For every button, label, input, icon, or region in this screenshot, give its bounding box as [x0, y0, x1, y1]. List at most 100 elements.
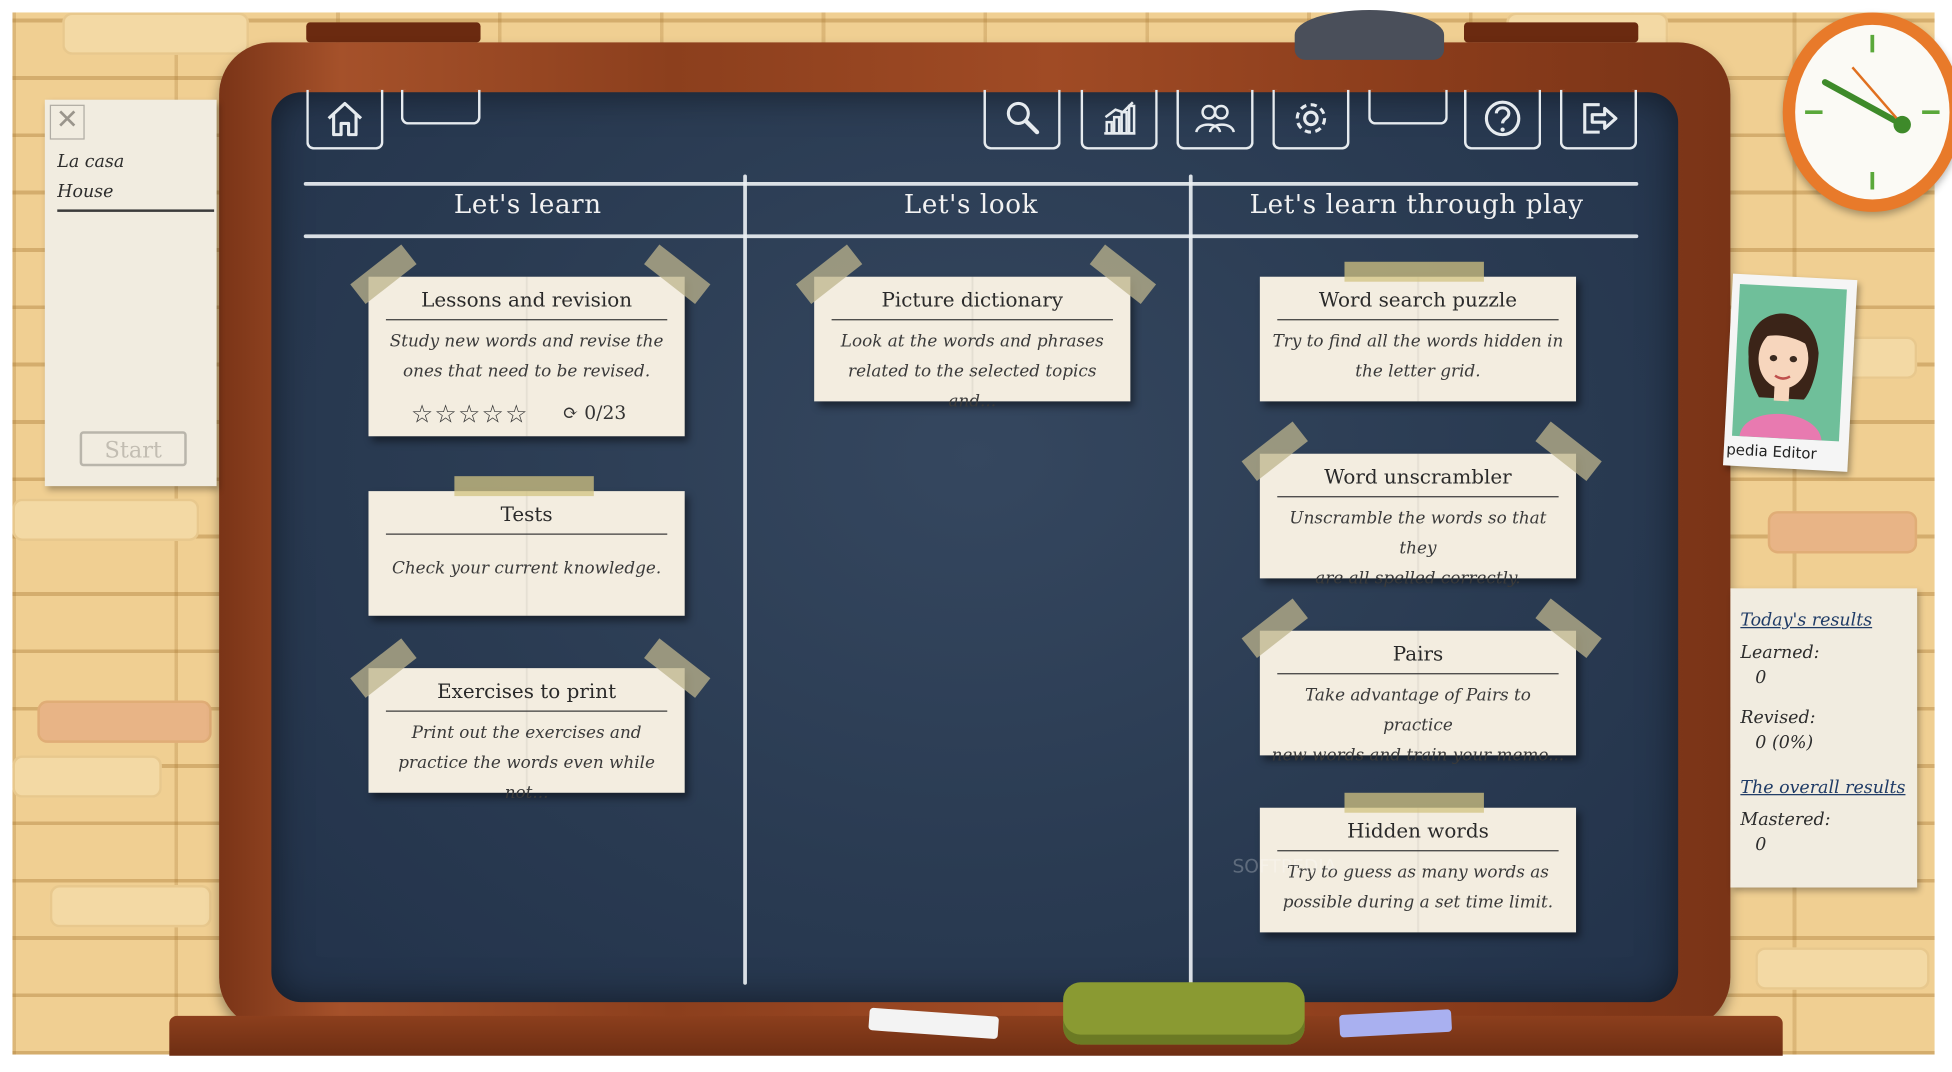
avatar — [1732, 283, 1847, 442]
card-title: Hidden words — [1277, 818, 1559, 852]
avatar-image — [1739, 313, 1822, 441]
brick — [12, 498, 200, 541]
column-title-learn: Let's learn — [453, 189, 602, 220]
card-description-line: Print out the exercises and — [411, 722, 642, 743]
bar-chart-icon — [1104, 101, 1136, 135]
clock-face — [1795, 24, 1950, 200]
progress-count: ⟳ 0/23 — [563, 401, 627, 423]
card-word-unscrambler[interactable]: Word unscrambler Unscramble the words so… — [1259, 453, 1577, 588]
card-description: Take advantage of Pairs to practice new … — [1270, 681, 1566, 771]
settings-button[interactable] — [1272, 89, 1350, 150]
users-button[interactable] — [1176, 89, 1254, 150]
mastered-label: Mastered: — [1740, 810, 1831, 831]
card-description: Print out the exercises and practice the… — [378, 718, 674, 808]
card-title: Tests — [385, 501, 668, 535]
card-title: Pairs — [1277, 641, 1559, 675]
board-hanger — [306, 22, 481, 43]
card-description-line: related to the selected topics and... — [848, 361, 1097, 412]
card-picture-dictionary[interactable]: Picture dictionary Look at the words and… — [814, 276, 1131, 411]
card-description-line: Try to find all the words hidden in — [1272, 331, 1564, 352]
card-lessons-and-revision[interactable]: Lessons and revision Study new words and… — [368, 276, 685, 437]
results-note: Today's results Learned: 0 Revised: 0 (0… — [1730, 588, 1918, 888]
search-button[interactable] — [983, 89, 1061, 150]
mouse-decoration — [1294, 9, 1445, 60]
card-description-line: practice the words even while not... — [398, 752, 655, 803]
help-icon — [1484, 100, 1521, 137]
card-description-line: ones that need to be revised. — [403, 361, 651, 382]
card-description-line: Try to guess as many words as — [1286, 862, 1549, 883]
word-foreign: La casa — [57, 152, 125, 173]
card-title: Picture dictionary — [831, 287, 1113, 321]
help-button[interactable] — [1464, 89, 1542, 150]
brick — [1755, 947, 1930, 990]
card-hidden-words[interactable]: Hidden words Try to guess as many words … — [1259, 807, 1577, 933]
card-description-line: are all spelled correctly. — [1315, 568, 1521, 589]
exit-icon — [1583, 103, 1618, 134]
statistics-button[interactable] — [1080, 89, 1158, 150]
blank-button[interactable] — [1368, 89, 1448, 125]
card-exercises-to-print[interactable]: Exercises to print Print out the exercis… — [368, 668, 685, 803]
close-icon[interactable]: ✕ — [49, 104, 85, 140]
sponge-eraser — [1063, 982, 1305, 1045]
learned-value: 0 — [1755, 668, 1767, 689]
start-button[interactable]: Start — [79, 431, 187, 467]
card-description: Check your current knowledge. — [391, 558, 662, 579]
card-description: Try to find all the words hidden in the … — [1270, 327, 1566, 387]
watermark: SOFTPEDIA — [1232, 855, 1337, 878]
card-description-line: new words and train your memo... — [1271, 745, 1565, 766]
card-description-line: Unscramble the words so that they — [1289, 508, 1547, 559]
progress-count-value: 0/23 — [584, 401, 627, 424]
search-icon — [1006, 101, 1040, 135]
brick — [62, 12, 249, 55]
brick — [12, 755, 162, 798]
home-icon — [327, 101, 363, 137]
card-description-line: Look at the words and phrases — [840, 331, 1104, 352]
blank-tab-button[interactable] — [400, 89, 481, 125]
card-title: Exercises to print — [385, 678, 668, 712]
column-title-look: Let's look — [903, 189, 1039, 220]
card-word-search-puzzle[interactable]: Word search puzzle Try to find all the w… — [1259, 276, 1577, 402]
card-description: Study new words and revise the ones that… — [378, 327, 674, 387]
revised-label: Revised: — [1740, 708, 1816, 728]
card-description: Unscramble the words so that they are al… — [1270, 504, 1566, 594]
chalk-divider — [743, 174, 747, 985]
card-description-line: possible during a set time limit. — [1282, 892, 1554, 913]
tape — [1344, 261, 1484, 282]
card-description-line: Take advantage of Pairs to practice — [1305, 685, 1531, 736]
card-title: Word search puzzle — [1277, 287, 1559, 321]
photo-caption: pedia Editor — [1725, 440, 1818, 463]
clock-hands-icon — [1805, 34, 1940, 190]
column-title-play: Let's learn through play — [1249, 189, 1584, 220]
card-description-line: Study new words and revise the — [389, 331, 664, 352]
card-description: Try to guess as many words as possible d… — [1270, 858, 1566, 918]
card-pairs[interactable]: Pairs Take advantage of Pairs to practic… — [1259, 630, 1577, 765]
chalk-line-header — [303, 234, 1639, 239]
overall-results-link[interactable]: The overall results — [1740, 777, 1906, 798]
revised-value: 0 (0%) — [1755, 732, 1814, 753]
card-tests[interactable]: Tests Check your current knowledge. — [368, 491, 685, 616]
card-description: Look at the words and phrases related to… — [824, 327, 1120, 417]
todays-results-link[interactable]: Today's results — [1740, 610, 1873, 631]
word-note: ✕ La casa House Start — [44, 99, 217, 487]
brick — [1767, 511, 1918, 554]
user-photo[interactable]: pedia Editor — [1722, 273, 1858, 472]
wall-clock — [1782, 12, 1952, 212]
divider — [57, 209, 215, 212]
chalk-divider — [1188, 174, 1193, 985]
learned-label: Learned: — [1740, 643, 1820, 664]
card-title: Lessons and revision — [385, 287, 668, 321]
board-hanger — [1464, 22, 1639, 43]
home-button[interactable] — [306, 89, 384, 150]
exit-button[interactable] — [1559, 89, 1638, 150]
repeat-icon: ⟳ — [562, 401, 585, 424]
word-translation: House — [57, 181, 114, 202]
chalk-line-top — [303, 181, 1639, 186]
card-title: Word unscrambler — [1277, 464, 1559, 498]
users-icon — [1195, 104, 1235, 133]
tape — [1344, 792, 1484, 813]
brick — [37, 700, 212, 743]
tape — [454, 476, 594, 497]
mastered-value: 0 — [1755, 835, 1767, 856]
rating-stars: ☆☆☆☆☆ — [410, 398, 529, 429]
